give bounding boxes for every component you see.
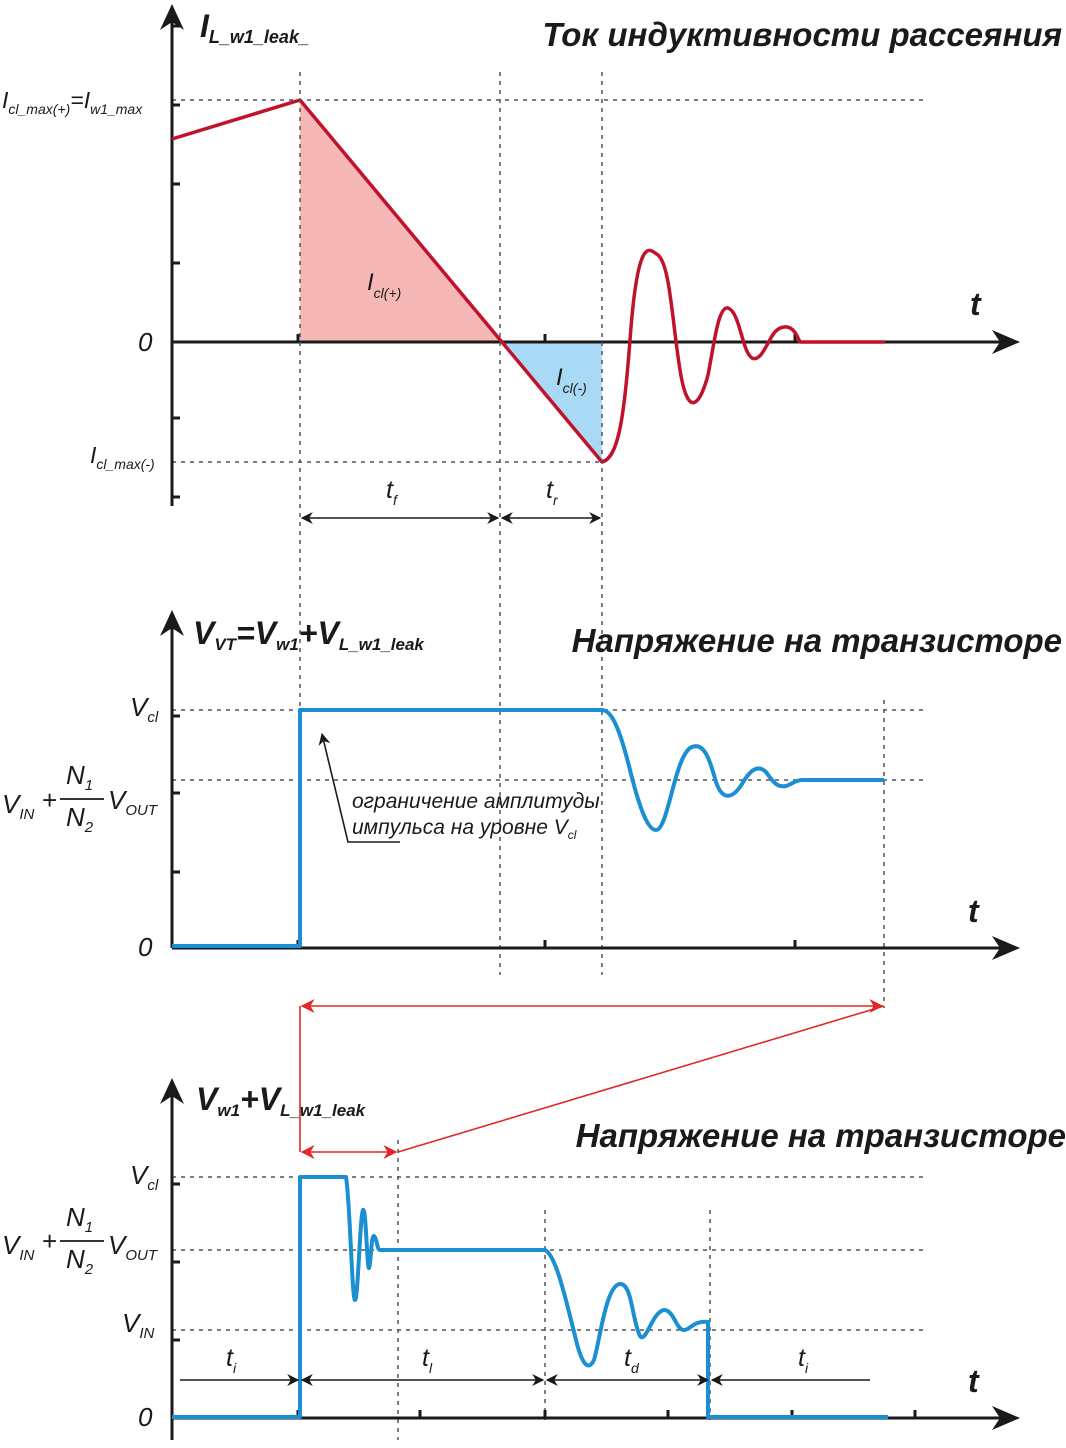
note-line1: ограничение амплитуды [352, 790, 600, 813]
panel1-y-axis-label: IL_w1_leak_ [200, 8, 309, 47]
label-area-minus: Icl(-) [556, 364, 587, 396]
y-axis-arrow [160, 1078, 184, 1104]
x-axis-arrow [992, 330, 1020, 354]
svg-text:VOUT: VOUT [108, 785, 159, 819]
panel1-zero-label: 0 [138, 327, 153, 357]
panel2-x-axis-label: t [968, 893, 980, 929]
label-interval-3: td [624, 1344, 640, 1376]
svg-text:VIN: VIN [2, 789, 35, 823]
panel1-x-axis-label: t [970, 286, 982, 322]
note-pointer [318, 732, 400, 843]
label-max-minus: Icl_max(-) [90, 442, 155, 472]
x-axis-arrow [992, 936, 1020, 960]
svg-text:VOUT: VOUT [108, 1230, 159, 1264]
svg-text:N1: N1 [66, 760, 93, 794]
label-vcl: Vcl [130, 1160, 159, 1194]
svg-text:+: + [42, 1226, 57, 1256]
panel3-zero-label: 0 [138, 1402, 153, 1432]
label-interval-rise: tr [546, 476, 559, 508]
svg-text:+: + [42, 785, 57, 815]
label-max-plus: Icl_max(+)=Iw1_max [2, 87, 143, 117]
leakage-current-curve [171, 98, 885, 464]
label-vmid: VIN + N1 N2 VOUT [2, 1202, 159, 1278]
y-axis-arrow [160, 610, 184, 636]
label-interval-fall: tf [386, 476, 399, 508]
panel1-title: Ток индуктивности рассеяния [542, 16, 1062, 53]
svg-text:N1: N1 [66, 1202, 93, 1236]
zoom-diagonal [397, 1005, 885, 1153]
transistor-voltage-curve [172, 708, 884, 948]
transistor-voltage-zoomed-curve [172, 1175, 888, 1419]
panel2-y-axis-label: VVT=Vw1+VL_w1_leak [193, 615, 425, 654]
label-area-plus: Icl(+) [367, 269, 401, 301]
y-ticks [172, 24, 180, 499]
panel3-title: Напряжение на транзисторе [576, 1117, 1066, 1154]
x-axis-arrow [992, 1406, 1020, 1430]
label-vmid: VIN + N1 N2 VOUT [2, 760, 159, 836]
y-ticks [172, 714, 180, 874]
y-ticks [172, 1182, 180, 1342]
svg-text:VIN: VIN [2, 1230, 35, 1264]
svg-text:N2: N2 [66, 1244, 94, 1278]
label-interval-2: tl [422, 1344, 433, 1376]
panel-transistor-voltage-zoomed: Напряжение на транзисторе Vw1+VL_w1_leak… [2, 1078, 1066, 1440]
note-line2: импульса на уровне Vcl [352, 816, 577, 842]
label-interval-4: ti [798, 1344, 809, 1376]
panel3-y-axis-label: Vw1+VL_w1_leak [196, 1081, 367, 1120]
panel2-title: Напряжение на транзисторе [572, 622, 1062, 659]
label-vcl: Vcl [130, 692, 159, 726]
svg-text:N2: N2 [66, 802, 94, 836]
label-vin: VIN [122, 1308, 155, 1342]
label-interval-1: ti [226, 1344, 237, 1376]
zoom-marker [299, 999, 885, 1159]
panel2-zero-label: 0 [138, 932, 153, 962]
panel-transistor-voltage: Напряжение на транзисторе VVT=Vw1+VL_w1_… [2, 610, 1062, 962]
panel3-x-axis-label: t [968, 1363, 980, 1399]
y-axis-arrow [160, 4, 184, 30]
timeline-guides [299, 72, 885, 1008]
panel-leakage-current: Ток индуктивности рассеяния IL_w1_leak_ … [2, 4, 1062, 524]
